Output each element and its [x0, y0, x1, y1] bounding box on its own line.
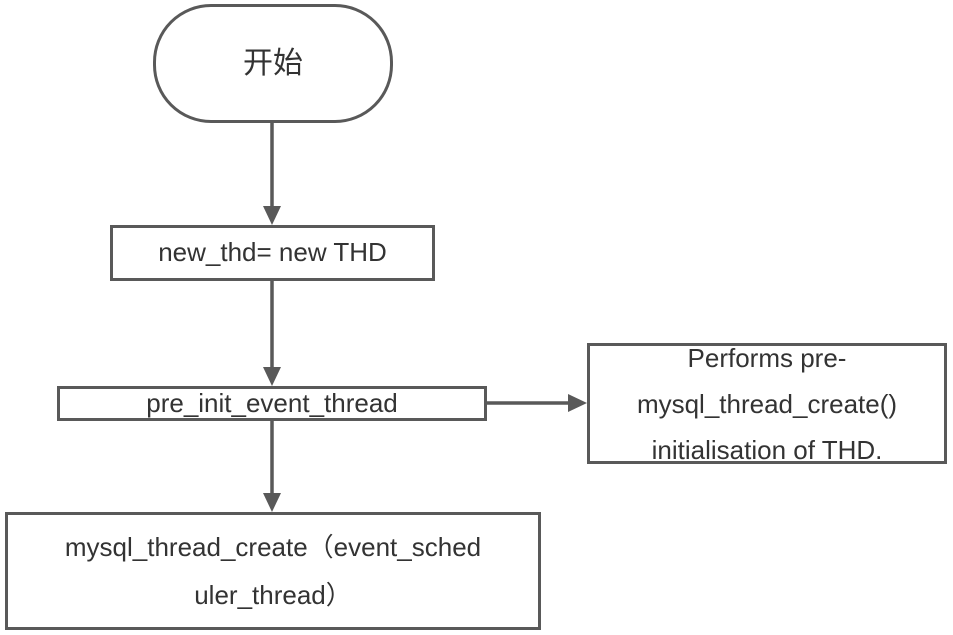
arrow-newthd-to-preinit: [263, 281, 281, 386]
mysql-create-line-2: uler_thread）: [194, 580, 352, 610]
flow-node-pre-init-label: pre_init_event_thread: [146, 387, 398, 418]
performs-note-line-3: initialisation of THD.: [651, 434, 883, 464]
arrow-preinit-to-note: [487, 394, 587, 412]
flow-node-new-thd-label: new_thd= new THD: [158, 237, 387, 268]
flow-node-start: 开始: [153, 4, 393, 123]
flow-node-new-thd: new_thd= new THD: [110, 225, 435, 281]
performs-note-line-2: mysql_thread_create(): [636, 388, 898, 419]
arrow-start-to-newthd: [263, 123, 281, 225]
mysql-create-line-1: mysql_thread_create（event_sched: [64, 532, 482, 562]
flow-node-performs-note: Performs pre- mysql_thread_create() init…: [587, 343, 947, 464]
flow-node-mysql-thread-create: mysql_thread_create（event_sched uler_thr…: [5, 512, 541, 630]
flow-node-start-label: 开始: [243, 46, 303, 80]
arrow-preinit-to-mysqlcreate: [263, 421, 281, 512]
flow-node-pre-init-event-thread: pre_init_event_thread: [57, 386, 487, 421]
performs-note-line-1: Performs pre-: [687, 343, 847, 373]
